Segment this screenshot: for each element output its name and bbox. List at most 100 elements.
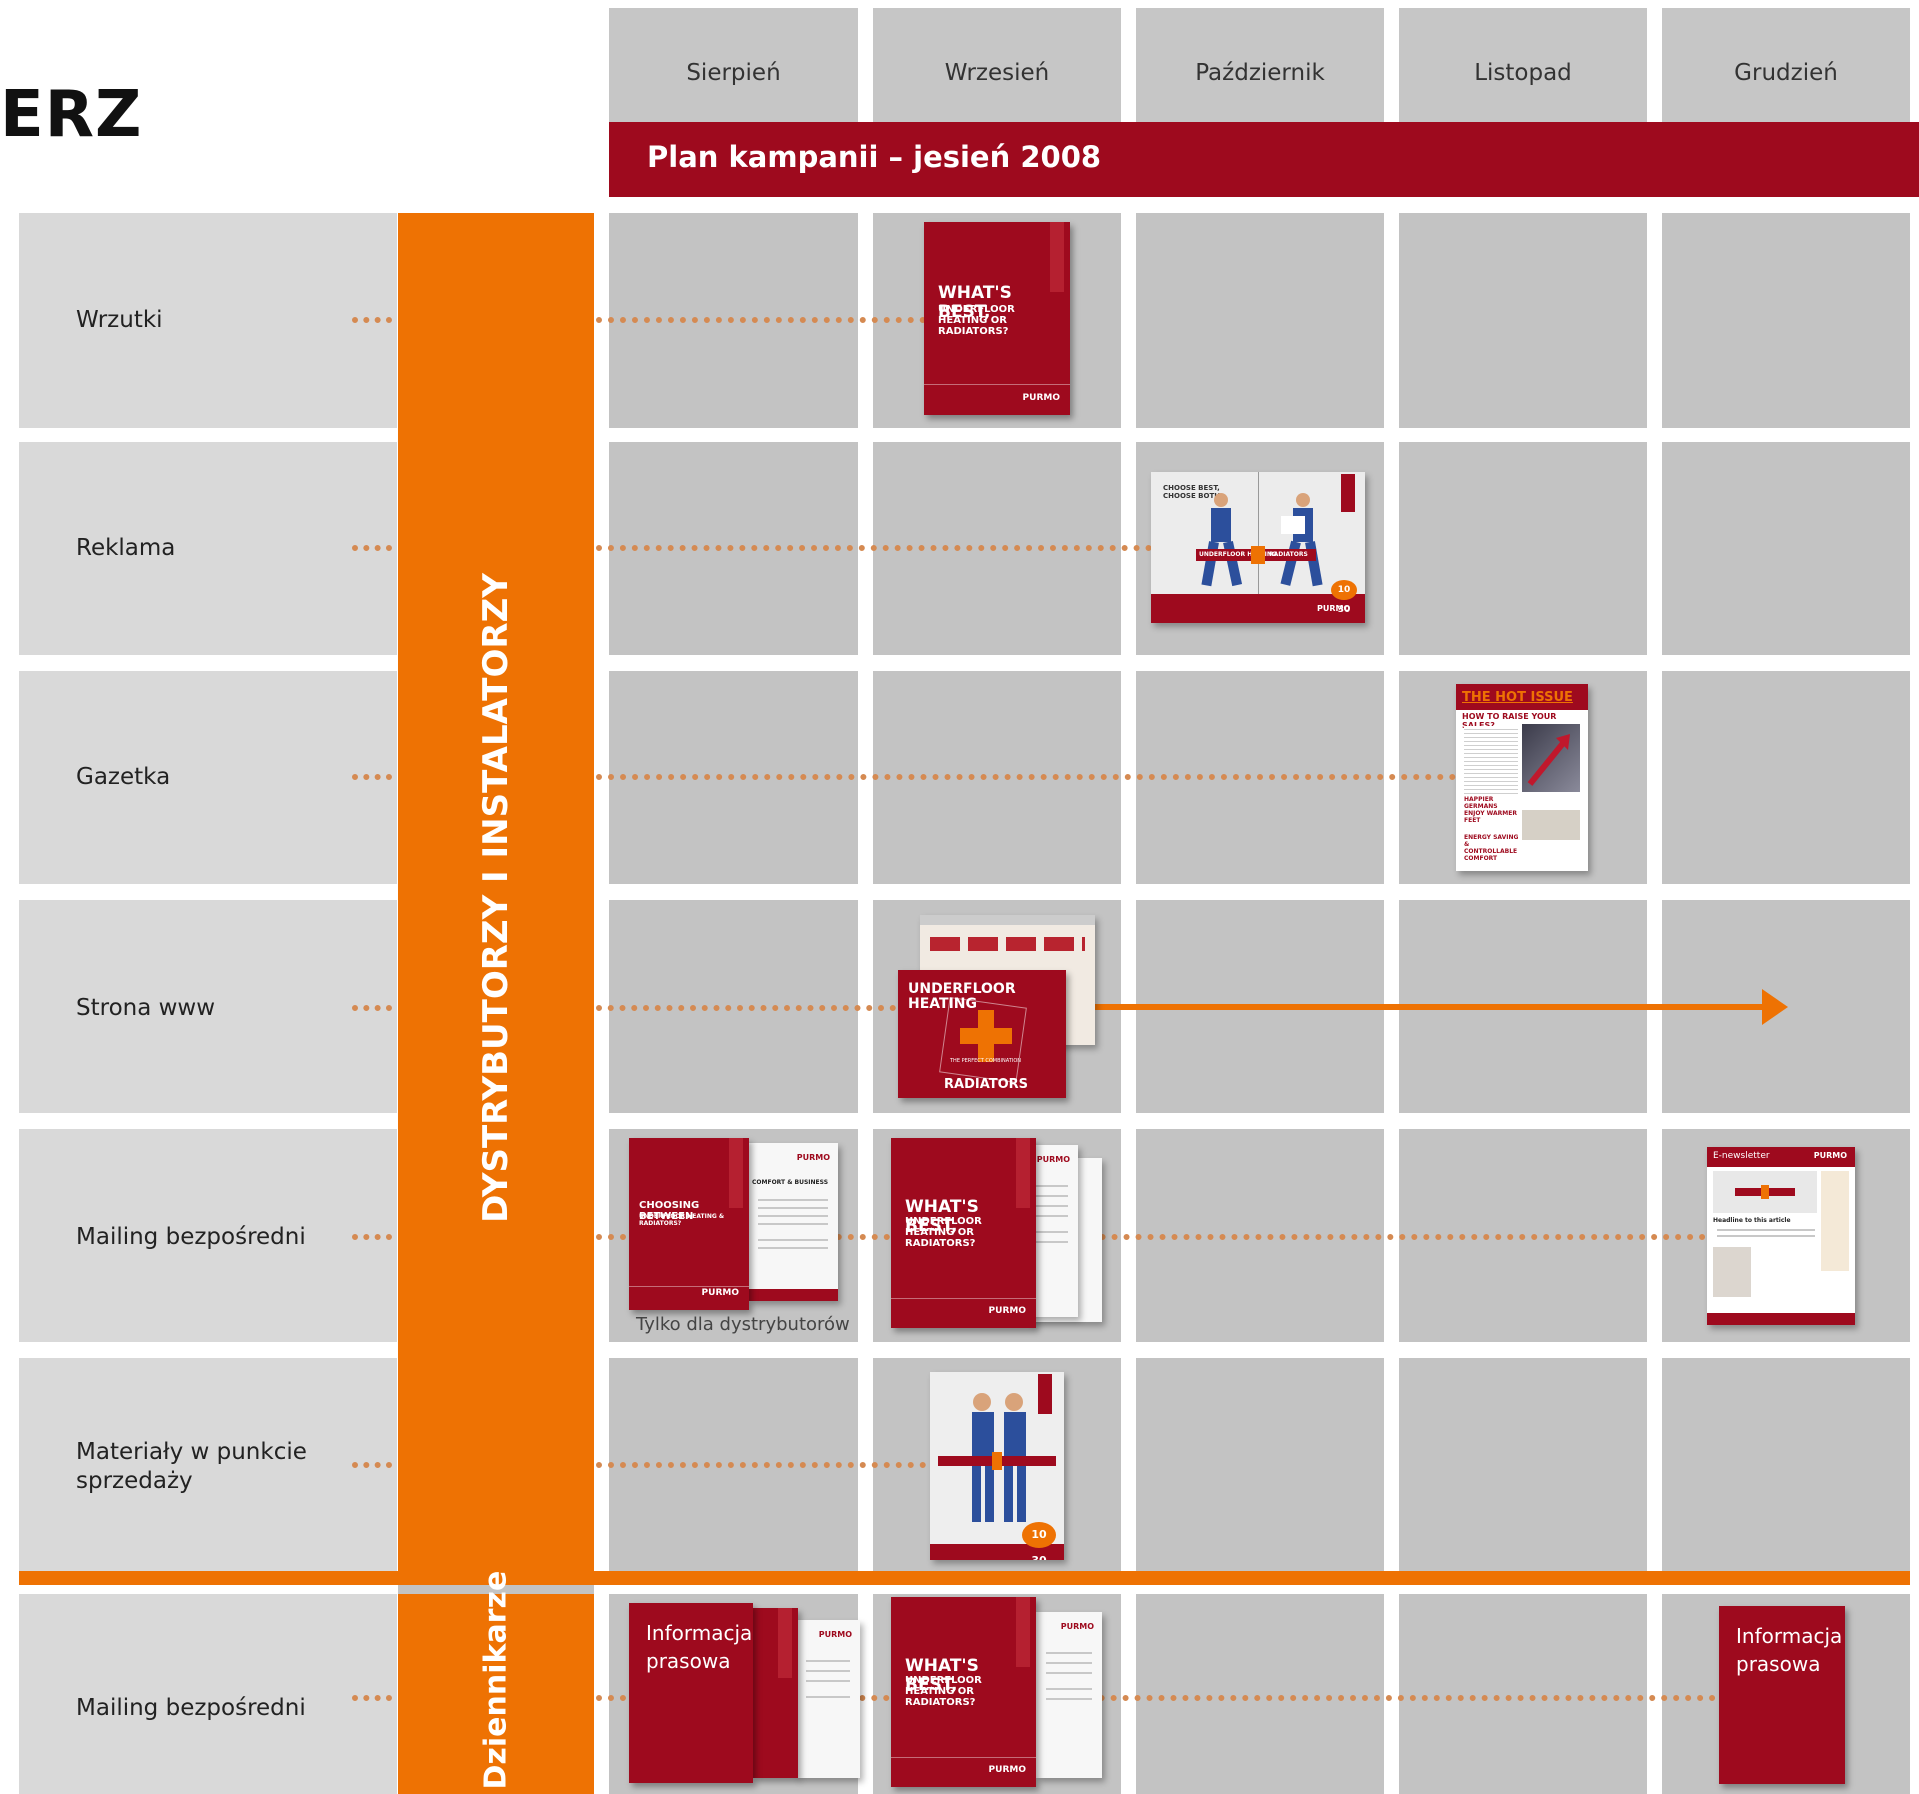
distributors-group-band: DYSTRYBUTORZY I INSTALATORZY [398, 213, 594, 1571]
month-header-1: Sierpień [609, 8, 858, 122]
grid-cell [1662, 213, 1910, 428]
group-separator [19, 1571, 1910, 1585]
brand-logo: PURMO [1813, 1151, 1847, 1160]
timeline-dots-gazetka [596, 774, 1456, 780]
brand-logo: PURMO [1036, 1155, 1070, 1164]
row-connector-dots [352, 317, 392, 323]
grid-cell [1136, 213, 1384, 428]
month-header-5: Grudzień [1662, 8, 1910, 122]
brand-logo: PURMO [988, 1765, 1026, 1775]
plus-icon [960, 1010, 1012, 1062]
brochure-rule [924, 384, 1070, 385]
press-mailing-brochure: WHAT'S BEST, UNDERFLOOR HEATING OR RADIA… [891, 1597, 1036, 1787]
press-letter-page: PURMO [1036, 1612, 1102, 1778]
ad-footer-band [1151, 594, 1365, 623]
brand-logo: PURMO [796, 1153, 830, 1162]
journalists-group-label: Dziennikarze [478, 1570, 514, 1790]
month-header-3: Październik [1136, 8, 1384, 122]
pos-spine-tab [1038, 1374, 1052, 1414]
ad-headline: CHOOSE BEST, CHOOSE BOTH [1163, 484, 1221, 500]
row-connector-dots [352, 1462, 392, 1468]
row-label-mailing: Mailing bezpośredni [76, 1224, 306, 1250]
plus-icon [992, 1452, 1002, 1470]
press-release-card: Informacja prasowa [629, 1603, 753, 1783]
enews-footer-band [1707, 1313, 1855, 1325]
row-label-cell: Gazetka [19, 671, 397, 884]
grid-cell [1399, 213, 1647, 428]
row-label-gazetka: Gazetka [76, 764, 171, 790]
distributors-group-label: DYSTRYBUTORZY I INSTALATORZY [476, 573, 516, 1223]
brand-logo: PURMO [1060, 1622, 1094, 1631]
distributors-only-caption: Tylko dla dystrybutorów [636, 1314, 850, 1335]
grid-cell [1136, 1594, 1384, 1794]
newsletter-headline: HOW TO RAISE YOUR SALES? [1462, 712, 1557, 730]
timeline-dots-strona [596, 1005, 896, 1011]
worker-figure-icon [1201, 493, 1243, 587]
row-label-pos-materials: Materiały w punkcie sprzedaży [76, 1439, 307, 1494]
plus-icon [1251, 546, 1265, 564]
press-letter-page: PURMO [796, 1620, 860, 1778]
month-label: Październik [1195, 60, 1325, 86]
enews-hero [1713, 1171, 1817, 1213]
brand-logo: PURMO [1317, 604, 1351, 613]
newsletter-photo-small [1522, 810, 1580, 840]
row-label-cell: Strona www [19, 900, 397, 1113]
ad-band-left: UNDERFLOOR HEATING [1199, 551, 1277, 558]
web-banner-bottom: RADIATORS [944, 1077, 1029, 1092]
timeline-arrow-head [1762, 989, 1788, 1025]
pos-poster: 10 30 [930, 1372, 1064, 1560]
brochure-title: WHAT'S BEST, [905, 1656, 979, 1695]
choosing-title: CHOOSING BETWEEN [639, 1200, 700, 1222]
mailing-brochure: WHAT'S BEST, UNDERFLOOR HEATING OR RADIA… [891, 1138, 1036, 1328]
enews-title: E-newsletter [1713, 1151, 1770, 1161]
timeline-dots-wrzutki [596, 317, 926, 323]
month-header-2: Wrzesień [873, 8, 1121, 122]
row-connector-dots [352, 545, 392, 551]
row-label-wrzutki: Wrzutki [76, 307, 163, 333]
month-label: Grudzień [1734, 60, 1838, 86]
grid-cell [1399, 1594, 1647, 1794]
row-label-cell: Mailing bezpośredni [19, 1594, 397, 1794]
timeline-dots-pos [596, 1462, 926, 1468]
brand-logo: PURMO [701, 1288, 739, 1298]
anniversary-badge: 10 30 [1331, 580, 1357, 615]
grid-cell [1399, 1358, 1647, 1571]
web-banner-tag: THE PERFECT COMBINATION [950, 1058, 1022, 1064]
grid-cell [1662, 671, 1910, 884]
row-connector-dots [352, 1005, 392, 1011]
month-label: Listopad [1474, 60, 1572, 86]
brochure-spine-tab [778, 1608, 792, 1678]
browser-bar [920, 915, 1095, 925]
choosing-subtitle: UNDERFLOOR HEATING & RADIATORS? [639, 1213, 725, 1227]
journalists-group-band: Dziennikarze [398, 1571, 594, 1794]
brand-logo: PURMO [988, 1306, 1026, 1316]
rising-arrow-icon [1527, 734, 1570, 786]
pos-footer-band [930, 1544, 1064, 1560]
brochure-title: WHAT'S BEST, [938, 283, 1012, 322]
insert-brochure: WHAT'S BEST, UNDERFLOOR HEATING OR RADIA… [924, 222, 1070, 415]
plus-icon [1761, 1185, 1769, 1199]
row-label-strona-www: Strona www [76, 995, 216, 1021]
row-label-cell: Mailing bezpośredni [19, 1129, 397, 1342]
web-banner-top: UNDERFLOOR HEATING [908, 981, 1016, 1013]
timeline-dots-mailing [596, 1234, 1706, 1240]
letter-footer-band [748, 1289, 838, 1301]
row-label-mailing-press: Mailing bezpośredni [76, 1695, 306, 1721]
anniversary-badge: 10 30 [1022, 1522, 1056, 1560]
newsletter-photo [1522, 724, 1580, 792]
campaign-banner-title: Plan kampanii – jesień 2008 [647, 140, 1102, 174]
brochure-spine-tab [1016, 1138, 1030, 1208]
brand-logo: PURMO [1022, 393, 1060, 403]
brand-logo: PURMO [818, 1630, 852, 1639]
brochure-subtitle: UNDERFLOOR HEATING OR RADIATORS? [938, 304, 1015, 337]
page-title-fragment: ERZ [0, 78, 143, 152]
month-label: Wrzesień [944, 60, 1050, 86]
press-release-card: Informacja prasowa [1719, 1606, 1845, 1784]
row-label-cell: Reklama [19, 442, 397, 655]
ad-spine-tab [1341, 474, 1355, 512]
month-label: Sierpień [686, 60, 781, 86]
row-label-cell: Materiały w punkcie sprzedaży [19, 1358, 397, 1571]
enews-header-band [1707, 1147, 1855, 1167]
row-connector-dots [352, 774, 392, 780]
mailing-letter-page: PURMO COMFORT & BUSINESS [748, 1143, 838, 1301]
